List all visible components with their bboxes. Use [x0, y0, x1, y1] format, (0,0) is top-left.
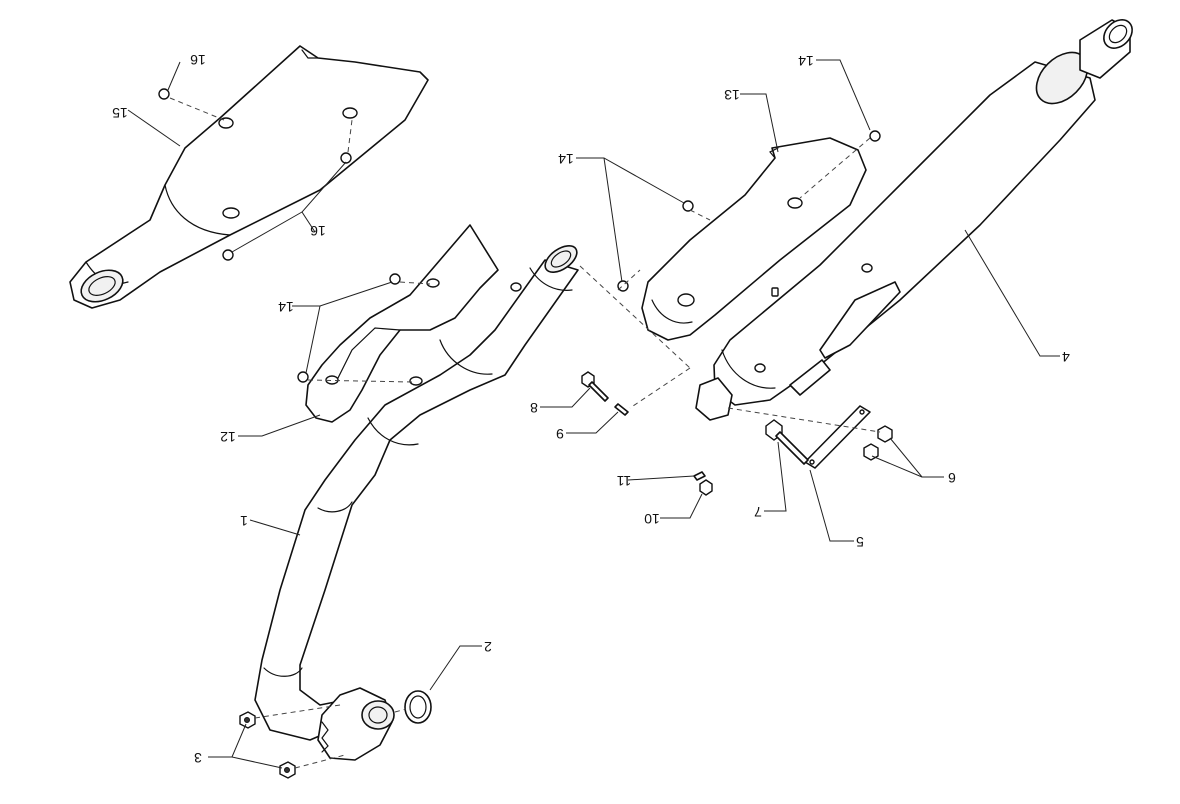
callout-14-middle: 14 [558, 151, 574, 167]
callout-15: 15 [112, 105, 128, 121]
muffler-gasket [804, 405, 871, 469]
callout-9: 9 [556, 426, 564, 442]
small-nut [699, 479, 713, 496]
callout-16-top: 16 [190, 52, 206, 68]
callout-1: 1 [240, 513, 248, 529]
callout-11: 11 [617, 473, 632, 489]
muffler-nuts [863, 425, 893, 461]
spring-pin [614, 403, 629, 416]
muffler-heat-shield [641, 137, 867, 341]
muffler-bolt [765, 419, 809, 465]
callout-16-bottom: 16 [310, 223, 326, 239]
heat-shield-upper [69, 45, 429, 309]
header-pipe [254, 245, 579, 741]
exhaust-flange [317, 687, 395, 761]
gasket-ring [404, 690, 432, 724]
callout-14-top-right: 14 [798, 53, 814, 69]
leader-lines [127, 59, 1060, 769]
assembly-lines [169, 97, 881, 769]
callout-labels: 16 15 16 14 12 1 2 3 14 13 14 4 8 9 6 11… [112, 52, 1070, 766]
small-washer [693, 471, 706, 481]
callout-4: 4 [1062, 349, 1070, 365]
heat-shield-lower [305, 224, 499, 423]
callout-5: 5 [856, 534, 864, 550]
callout-12: 12 [220, 429, 236, 445]
callout-7: 7 [754, 504, 762, 520]
callout-8: 8 [530, 400, 538, 416]
callout-3: 3 [194, 750, 202, 766]
flange-nuts [239, 711, 296, 779]
callout-6: 6 [948, 470, 956, 486]
callout-10: 10 [644, 511, 660, 527]
callout-2: 2 [484, 639, 492, 655]
callout-13: 13 [724, 87, 740, 103]
muffler [695, 19, 1133, 421]
callout-14-left: 14 [278, 299, 294, 315]
clamp-bolt [581, 371, 609, 402]
screws [158, 88, 881, 383]
